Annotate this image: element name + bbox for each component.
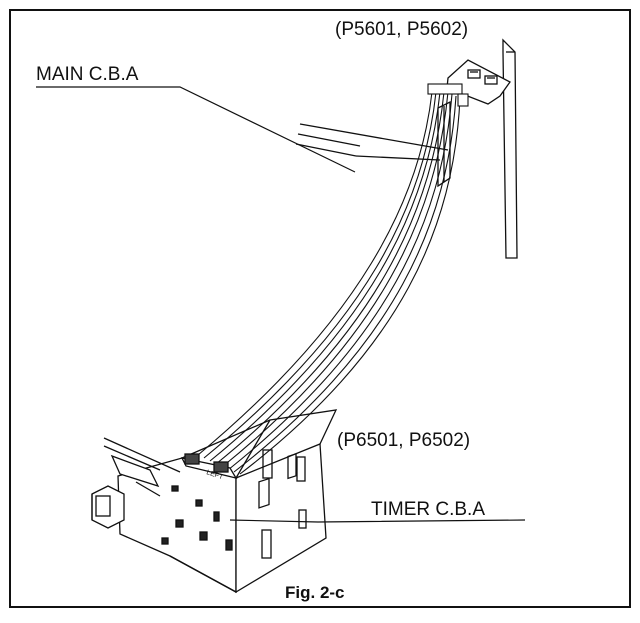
label-timer-cba: TIMER C.B.A xyxy=(371,499,485,520)
connector-p5601 xyxy=(467,69,481,79)
timer-cba-assembly xyxy=(91,409,338,594)
label-top-connector: (P5601, P5602) xyxy=(335,19,468,40)
figure-frame xyxy=(9,9,631,608)
leader-timer-cba xyxy=(229,519,526,523)
main-cba-panel xyxy=(295,38,518,259)
connector-p5602 xyxy=(484,75,498,85)
figure-caption: Fig. 2-c xyxy=(285,583,345,602)
label-bottom-connector: (P6501, P6502) xyxy=(337,430,470,451)
connector-p6502 xyxy=(213,461,229,473)
wire-harness xyxy=(197,83,469,475)
connector-p6501 xyxy=(184,453,200,465)
leader-lines xyxy=(36,86,526,523)
label-main-cba: MAIN C.B.A xyxy=(36,64,139,85)
leader-main-cba xyxy=(36,86,356,173)
